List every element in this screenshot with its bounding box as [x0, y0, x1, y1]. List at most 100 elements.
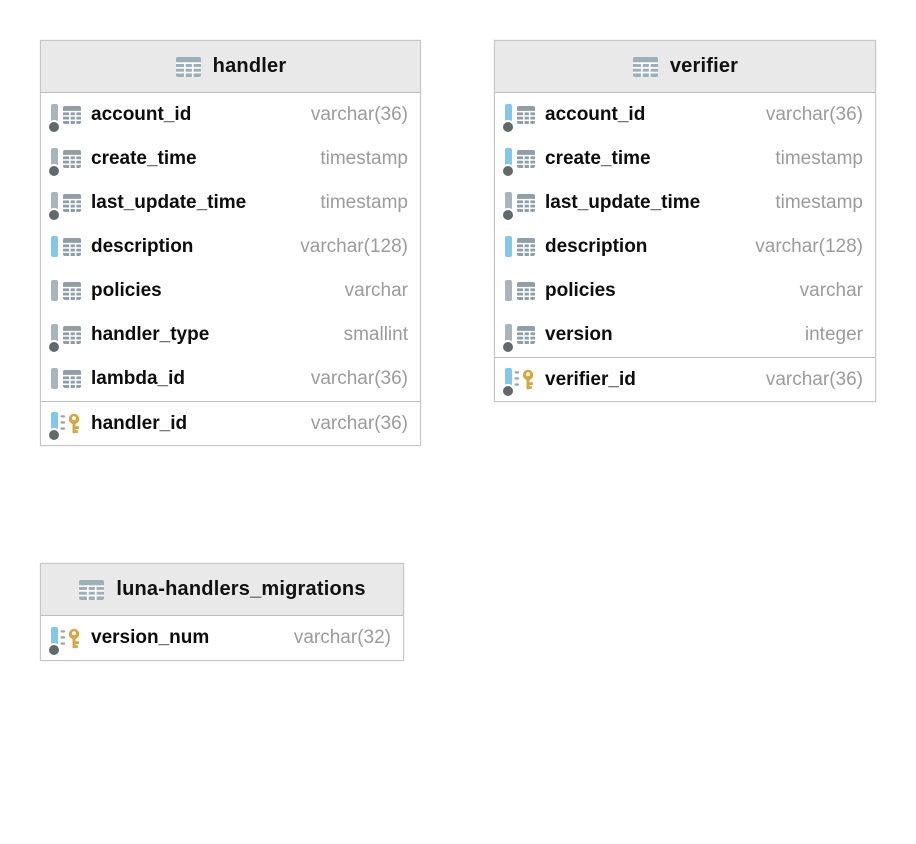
index-dot [49, 341, 59, 352]
entity-luna-handlers-migrations[interactable]: luna-handlers_migrations version_num var… [40, 563, 404, 661]
column-name: description [91, 236, 194, 257]
column-icon [49, 625, 84, 655]
entity-verifier-header[interactable]: verifier [495, 41, 875, 93]
column-name: version [545, 324, 613, 345]
column-name: last_update_time [91, 192, 247, 213]
column-row[interactable]: last_update_time timestamp [495, 181, 875, 225]
entity-migrations-header[interactable]: luna-handlers_migrations [41, 564, 403, 616]
table-grid-icon [516, 281, 536, 301]
column-type: timestamp [320, 148, 408, 169]
column-name: policies [91, 280, 162, 301]
column-icon [49, 410, 84, 440]
primary-key-row[interactable]: handler_id varchar(36) [41, 401, 420, 445]
notnull-bar [51, 235, 58, 257]
column-row[interactable]: policies varchar [495, 269, 875, 313]
notnull-bar [505, 103, 512, 125]
column-row[interactable]: account_id varchar(36) [495, 93, 875, 137]
notnull-bar [51, 412, 58, 433]
table-icon [175, 56, 202, 78]
notnull-bar [505, 323, 512, 345]
notnull-bar [505, 147, 512, 169]
entity-handler[interactable]: handler account_id varchar(36) create_ti… [40, 40, 421, 446]
column-icon [49, 146, 84, 176]
column-type: timestamp [320, 192, 408, 213]
table-grid-icon [62, 281, 82, 301]
column-name: verifier_id [545, 368, 636, 390]
column-name: lambda_id [91, 368, 185, 389]
column-icon [51, 234, 84, 261]
column-icon [503, 190, 538, 220]
table-grid-icon [516, 105, 536, 125]
column-icon [49, 102, 84, 132]
primary-key-icon [60, 412, 83, 435]
column-icon [51, 278, 84, 305]
column-name: handler_type [91, 324, 210, 345]
notnull-bar [51, 103, 58, 125]
entity-handler-header[interactable]: handler [41, 41, 420, 93]
column-type: smallint [343, 324, 408, 345]
index-dot [503, 341, 513, 352]
column-type: varchar(36) [310, 104, 408, 125]
column-row[interactable]: policies varchar [41, 269, 420, 313]
entity-title: verifier [669, 55, 739, 77]
primary-key-row[interactable]: verifier_id varchar(36) [495, 357, 875, 401]
column-icon [49, 190, 84, 220]
column-row[interactable]: create_time timestamp [41, 137, 420, 181]
index-dot [49, 209, 59, 220]
table-grid-icon [62, 149, 82, 169]
column-row[interactable]: handler_type smallint [41, 313, 420, 357]
column-icon [503, 322, 538, 352]
column-type: integer [804, 324, 863, 345]
column-row[interactable]: version integer [495, 313, 875, 357]
column-name: handler_id [91, 412, 188, 434]
column-type: varchar(36) [310, 412, 408, 434]
table-grid-icon [62, 193, 82, 213]
index-dot [49, 121, 59, 132]
column-icon [503, 102, 538, 132]
column-icon [51, 366, 84, 393]
table-icon [78, 579, 105, 601]
table-grid-icon [62, 237, 82, 257]
table-grid-icon [62, 105, 82, 125]
column-row[interactable]: description varchar(128) [495, 225, 875, 269]
index-dot [503, 386, 513, 396]
notnull-bar [505, 368, 512, 389]
column-name: version_num [91, 627, 210, 648]
column-row[interactable]: lambda_id varchar(36) [41, 357, 420, 401]
column-type: varchar(36) [765, 104, 863, 125]
column-type: timestamp [775, 148, 863, 169]
column-name: last_update_time [545, 192, 701, 213]
notnull-bar [51, 279, 58, 301]
notnull-bar [505, 191, 512, 213]
column-row[interactable]: account_id varchar(36) [41, 93, 420, 137]
column-icon [505, 234, 538, 261]
index-dot [49, 165, 59, 176]
column-type: varchar(128) [755, 236, 863, 257]
notnull-bar [51, 367, 58, 389]
entity-title: handler [212, 55, 287, 77]
column-type: varchar [799, 280, 863, 301]
column-row[interactable]: create_time timestamp [495, 137, 875, 181]
column-type: varchar(36) [765, 368, 863, 390]
table-grid-icon [62, 369, 82, 389]
column-icon [505, 278, 538, 305]
column-row[interactable]: last_update_time timestamp [41, 181, 420, 225]
table-grid-icon [62, 325, 82, 345]
index-dot [503, 209, 513, 220]
entity-verifier[interactable]: verifier account_id varchar(36) create_t… [494, 40, 876, 402]
index-dot [503, 121, 513, 132]
notnull-bar [51, 626, 58, 648]
table-grid-icon [516, 193, 536, 213]
column-icon [49, 322, 84, 352]
column-type: varchar(128) [300, 236, 408, 257]
column-name: account_id [545, 104, 646, 125]
table-grid-icon [516, 325, 536, 345]
column-icon [503, 366, 538, 396]
column-name: description [545, 236, 648, 257]
primary-key-row[interactable]: version_num varchar(32) [41, 616, 403, 660]
column-type: timestamp [775, 192, 863, 213]
column-row[interactable]: description varchar(128) [41, 225, 420, 269]
notnull-bar [51, 191, 58, 213]
column-type: varchar(36) [310, 368, 408, 389]
